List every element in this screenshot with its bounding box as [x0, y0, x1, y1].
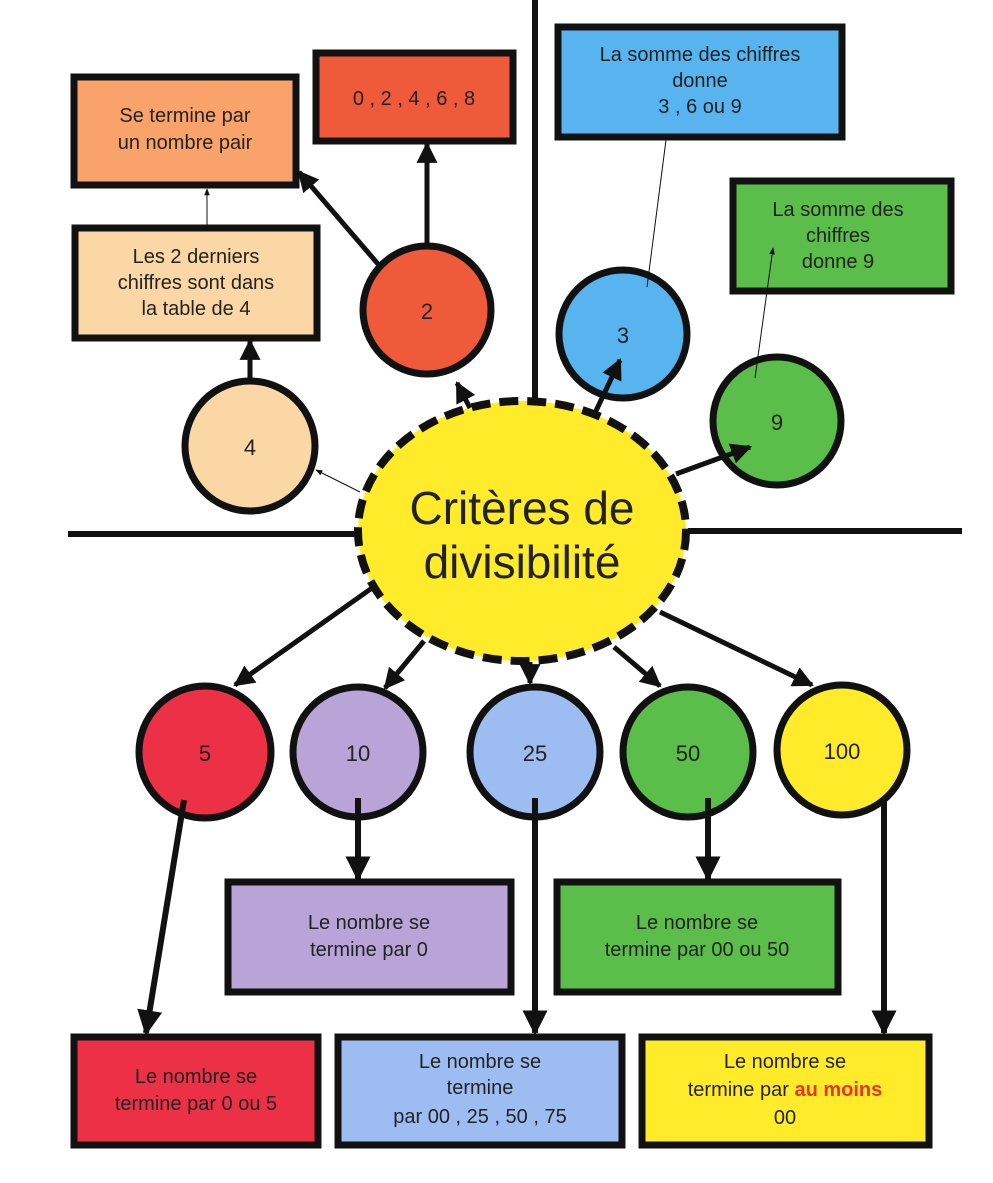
node-3-label: 3 — [617, 323, 629, 348]
box-ends-with-double-zero-line-1: Le nombre se — [724, 1051, 846, 1073]
node-5-label: 5 — [199, 741, 211, 766]
box-digit-sum-nine-line-1: La somme des — [772, 199, 903, 221]
center-title-line-1: Critères de — [410, 482, 635, 534]
box-ends-with-0-or-5-line-2: termine par 0 ou 5 — [115, 1093, 277, 1115]
arrow-center-to-3 — [592, 358, 623, 415]
box-ends-with-00-or-50-line-2: termine par 00 ou 50 — [605, 939, 790, 961]
node-2-label: 2 — [421, 299, 433, 324]
node-3: 3 — [555, 266, 691, 402]
box-digit-sum-three-line-3: 3 , 6 ou 9 — [658, 96, 741, 118]
box-table-of-four: Les 2 derniers chiffres sont dans la tab… — [71, 224, 321, 342]
node-10-label: 10 — [346, 741, 370, 766]
node-5-circle — [135, 682, 275, 822]
box-ends-with-0-or-5: Le nombre se termine par 0 ou 5 — [70, 1033, 322, 1149]
node-50-label: 50 — [676, 741, 700, 766]
arrow-center-to-100 — [658, 609, 814, 688]
box-ends-with-zero: Le nombre se termine par 0 — [224, 878, 515, 996]
box-even-ending-line-2: un nombre pair — [118, 132, 253, 154]
box-ends-with-25-multiples-line-1: Le nombre se — [419, 1051, 541, 1073]
arrow-center-to-5 — [233, 585, 374, 688]
center-node: Critères de divisibilité — [354, 397, 690, 665]
box-digit-sum-three-line-2: donne — [672, 70, 728, 92]
arrow-9-to-digit-sum-nine — [754, 247, 775, 379]
node-100: 100 — [773, 681, 911, 819]
line-3-to-digit-sum — [646, 139, 667, 288]
node-25: 25 — [466, 683, 604, 821]
box-digit-sum-three-line-1: La somme des chiffres — [600, 44, 801, 66]
node-5: 5 — [135, 682, 275, 822]
box-digit-sum-three: La somme des chiffres donne 3 , 6 ou 9 — [554, 23, 846, 141]
box-digit-sum-nine-line-2: chiffres — [806, 225, 870, 247]
box-ends-with-zero-line-2: termine par 0 — [310, 939, 428, 961]
box-table-of-four-line-1: Les 2 derniers — [133, 246, 260, 268]
arrow-center-to-10 — [383, 639, 426, 690]
arrow-2-to-even-ending — [297, 170, 380, 266]
box-ends-with-double-zero-line-2: termine par au moins — [688, 1079, 883, 1101]
box-even-ending-line-1: Se termine par — [119, 105, 251, 127]
box-digit-sum-nine: La somme des chiffres donne 9 — [729, 177, 955, 295]
box-digit-sum-nine-line-3: donne 9 — [802, 251, 874, 273]
center-ellipse — [354, 397, 690, 665]
node-10: 10 — [289, 683, 427, 821]
box-ends-with-zero-line-1: Le nombre se — [308, 912, 430, 934]
node-25-label: 25 — [523, 741, 547, 766]
box-even-ending-bg — [70, 73, 300, 189]
box-table-of-four-bg — [71, 224, 321, 342]
box-ends-with-0-or-5-line-1: Le nombre se — [135, 1066, 257, 1088]
box-ends-with-25-multiples: Le nombre se termine par 00 , 25 , 50 , … — [334, 1033, 626, 1149]
box-even-digits: 0 , 2 , 4 , 6 , 8 — [312, 49, 517, 145]
arrow-center-to-9 — [675, 443, 752, 477]
box-ends-with-double-zero-line-3: 00 — [774, 1107, 796, 1129]
center-title-line-2: divisibilité — [424, 536, 621, 588]
box-ends-with-double-zero: Le nombre se termine par au moins 00 — [638, 1033, 933, 1149]
node-4: 4 — [181, 377, 319, 515]
node-3-circle — [555, 266, 691, 402]
box-even-digits-line-1: 0 , 2 , 4 , 6 , 8 — [353, 88, 475, 110]
node-100-circle — [773, 681, 911, 819]
box-ends-with-zero-bg — [224, 878, 515, 996]
arrow-center-to-2 — [454, 381, 476, 410]
box-ends-with-double-zero-bg — [638, 1033, 933, 1149]
box-ends-with-00-or-50-bg — [553, 878, 842, 996]
node-2: 2 — [359, 242, 495, 378]
box-even-ending: Se termine par un nombre pair — [70, 73, 300, 189]
box-digit-sum-three-bg — [554, 23, 846, 141]
node-50-circle — [619, 683, 757, 821]
box-ends-with-25-multiples-bg — [334, 1033, 626, 1149]
node-4-label: 4 — [244, 435, 256, 460]
arrow-center-to-4 — [315, 469, 361, 493]
box-ends-with-0-or-5-bg — [70, 1033, 322, 1149]
arrow-center-to-50 — [612, 645, 662, 688]
box-table-of-four-line-3: la table de 4 — [142, 298, 251, 320]
box-ends-with-25-multiples-line-3: par 00 , 25 , 50 , 75 — [393, 1106, 566, 1128]
box-ends-with-double-zero-highlight: au moins — [794, 1079, 882, 1101]
node-9-label: 9 — [771, 410, 783, 435]
box-ends-with-25-multiples-line-2: termine — [447, 1077, 514, 1099]
node-50: 50 — [619, 683, 757, 821]
box-ends-with-00-or-50-line-1: Le nombre se — [636, 912, 758, 934]
node-100-label: 100 — [824, 739, 861, 764]
box-ends-with-double-zero-line-2-plain: termine par — [688, 1079, 795, 1101]
node-9: 9 — [709, 353, 845, 489]
box-ends-with-00-or-50: Le nombre se termine par 00 ou 50 — [553, 878, 842, 996]
box-table-of-four-line-2: chiffres sont dans — [118, 272, 274, 294]
arrows — [137, 139, 897, 1036]
box-even-digits-bg — [312, 49, 517, 145]
arrow-5-to-box — [137, 799, 187, 1036]
